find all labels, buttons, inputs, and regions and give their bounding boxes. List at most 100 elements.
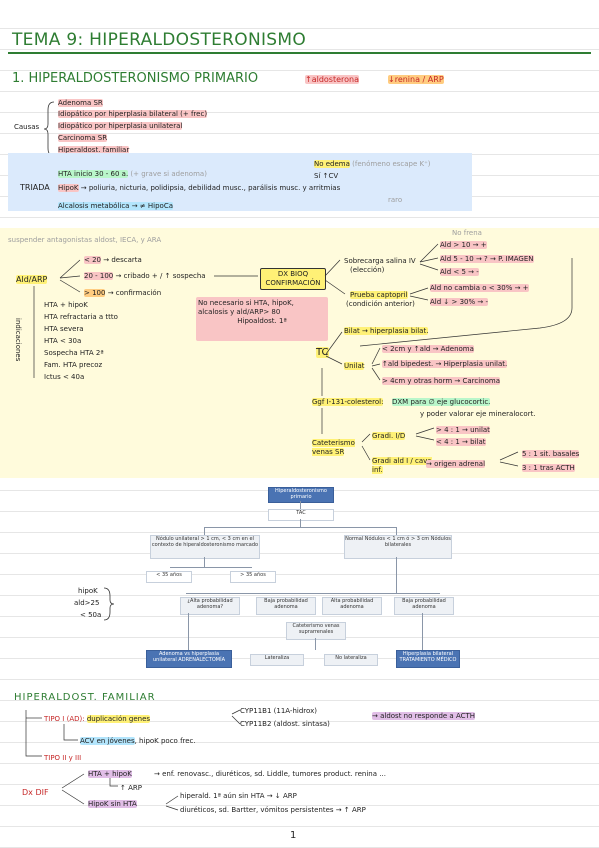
gradi-ald: Gradi ald I / cava inf. <box>372 457 432 474</box>
indicacion-item: HTA + hipoK <box>44 301 88 309</box>
prueba-captopril: Prueba captopril <box>350 291 408 299</box>
familiar-connectors <box>25 709 241 811</box>
fc-connector <box>396 527 397 535</box>
triada-label: TRIADA <box>20 183 50 192</box>
triada-no-edema: No edema (fenómeno escape K⁺) <box>314 160 431 168</box>
ald-bipedest: ↑ald bipedest. → Hiperplasia unilat. <box>382 360 508 368</box>
cateterismo-label: Cateterismo venas SR <box>312 439 355 456</box>
capt-baja: Ald ↓ > 30% → - <box>430 298 488 306</box>
ald-lt5: Ald < 5 → - <box>440 268 479 276</box>
diagnostico-connectors <box>33 243 573 467</box>
no-responde: → aldost no responde a ACTH <box>372 712 476 720</box>
lt4-result: < 4 : 1 → bilat <box>436 438 486 446</box>
sobrecarga-salina: Sobrecarga salina IV <box>344 257 416 265</box>
renin-tag: ↓renina / ARP <box>388 75 444 84</box>
dx-bioq-box: DX BIOQ CONFIRMACIÓN <box>260 268 326 290</box>
gt4-result: > 4 : 1 → unilat <box>436 426 490 434</box>
fc-gt35: > 35 años <box>230 571 276 583</box>
triada-alcalosis: Alcalosis metabólica → ≠ HipoCa <box>58 202 173 210</box>
fc-baja-1: Baja probabilidad adenoma <box>256 597 316 615</box>
fc-connector <box>170 567 252 568</box>
diureticos: diuréticos, sd. Bartter, vómitos persist… <box>180 806 366 814</box>
indicacion-item: Ictus < 40a <box>44 373 85 381</box>
fc-lateraliza: Lateraliza <box>250 654 304 666</box>
fc-baja-2: Baja probabilidad adenoma <box>394 597 454 615</box>
fc-side-note: < 50a <box>80 611 102 619</box>
fc-cateterismo: Cateterismo venas suprarrenales <box>286 622 346 640</box>
section-heading: 1. HIPERALDOSTERONISMO PRIMARIO <box>12 71 259 86</box>
cyp1: CYP11B1 (11A-hidrox) <box>240 707 317 715</box>
ald-5-10: Ald 5 - 10 → ? → P. IMAGEN <box>440 255 534 263</box>
unilat-label: Unilat <box>344 362 365 370</box>
fc-left-branch: Nódulo unilateral > 1 cm, < 3 cm en el c… <box>150 535 260 559</box>
origen-adrenal: → origen adrenal <box>426 460 486 468</box>
hiperald-sin-hta: hiperald. 1ª aún sin HTA → ↓ ARP <box>180 792 297 800</box>
hta-hipok-causes: → enf. renovasc., diuréticos, sd. Liddle… <box>154 770 386 778</box>
no-necesario-box: No necesario si HTA, hipoK, alcalosis y … <box>196 297 328 341</box>
fc-connector <box>315 638 316 650</box>
triada-hipok: HipoK → poliuria, nicturia, polidipsia, … <box>58 184 341 192</box>
fc-connector <box>422 613 423 650</box>
familiar-heading: HIPERALDOST. FAMILIAR <box>14 692 156 703</box>
capt-no-cambia: Ald no cambia o < 30% → + <box>430 284 529 292</box>
triada-hta: HTA inicio 30 - 60 a. (+ grave si adenom… <box>58 170 207 178</box>
fc-connector <box>204 527 205 535</box>
page-title: TEMA 9: HIPERALDOSTERONISMO <box>12 30 307 50</box>
indicacion-item: Sospecha HTA 2ª <box>44 349 104 357</box>
fc-connector <box>188 613 189 650</box>
fc-hiperplasia: Hiperplasia bilateral TRATAMIENTO MÉDICO <box>396 650 460 668</box>
gradi-id: Gradi. I/D <box>372 432 406 440</box>
fc-connector <box>396 557 397 593</box>
ratio-lt20: < 20 → descarta <box>84 256 142 264</box>
fc-tac: TAC <box>268 509 334 521</box>
suspender-note: suspender antagonistas aldost, IECA, y A… <box>8 236 162 244</box>
fc-connector <box>300 501 301 509</box>
gt4cm-result: > 4cm y otras horm → Carcinoma <box>382 377 501 385</box>
dx-dif-label: Dx DIF <box>22 788 49 797</box>
fc-connector <box>300 519 301 527</box>
causa-item: Carcinoma SR <box>58 134 108 142</box>
tipo1: TIPO I (AD): duplicación genes <box>44 715 151 723</box>
fc-side-brace <box>103 587 114 621</box>
fc-adenoma: Adenoma vs hiperplasia unilateral ADRENA… <box>146 650 232 668</box>
causa-item: Idiopático por hiperplasia unilateral <box>58 122 183 130</box>
indicacion-item: HTA < 30a <box>44 337 82 345</box>
causa-item: Hiperaldost. familiar <box>58 146 130 154</box>
indicacion-item: Fam. HTA precoz <box>44 361 103 369</box>
arp-up: ↑ ARP <box>120 784 142 792</box>
indicacion-item: HTA severa <box>44 325 84 333</box>
no-frena: No frena <box>452 229 482 237</box>
ratio-gt100: > 100 → confirmación <box>84 289 162 297</box>
triada-raro: raro <box>388 196 403 204</box>
acv: ACV en jóvenes, hipoK poco frec. <box>80 737 196 745</box>
fc-no-lateraliza: No lateraliza <box>324 654 378 666</box>
tc-label: TC <box>316 347 329 358</box>
cyp2: CYP11B2 (aldost. sintasa) <box>240 720 330 728</box>
fc-top: Hiperaldosteronismo primario <box>268 487 334 503</box>
fc-side-note: ald>25 <box>74 599 100 607</box>
hipok-sin-hta: HipoK sin HTA <box>88 800 137 808</box>
lt2cm-result: < 2cm y ↑ald → Adenoma <box>382 345 474 353</box>
fc-right-branch: Normal Nódulos < 1 cm ó > 3 cm Nódulos b… <box>344 535 452 559</box>
ratio-20-100: 20 - 100 → cribado + / ↑ sospecha <box>84 272 206 280</box>
ald-gt10: Ald > 10 → + <box>440 241 487 249</box>
causa-item: Adenoma SR <box>58 99 103 107</box>
dxm-note: DXM para ∅ eje glucocortic. <box>392 398 491 406</box>
fc-alta-2: Alta probabilidad adenoma <box>322 597 382 615</box>
triada-box <box>8 153 472 211</box>
captopril-sub: (condición anterior) <box>346 300 415 308</box>
bilat-result: Bilat → hiperplasia bilat. <box>344 327 429 335</box>
fc-connector <box>204 557 205 567</box>
fc-connector <box>186 593 440 594</box>
title-underline <box>8 52 591 54</box>
aldo-tag: ↑aldosterona <box>305 75 360 84</box>
fc-lt35: < 35 años <box>146 571 192 583</box>
fc-alta-q: ¿Alta probabilidad adenoma? <box>180 597 240 615</box>
hta-hipok: HTA + hipoK <box>88 770 132 778</box>
page-number: 1 <box>290 830 297 841</box>
fc-connector <box>204 527 396 528</box>
causas-label: Causas <box>14 123 40 131</box>
indicacion-item: HTA refractaria a ttto <box>44 313 118 321</box>
dxm-note-2: y poder valorar eje mineralocort. <box>420 410 536 418</box>
